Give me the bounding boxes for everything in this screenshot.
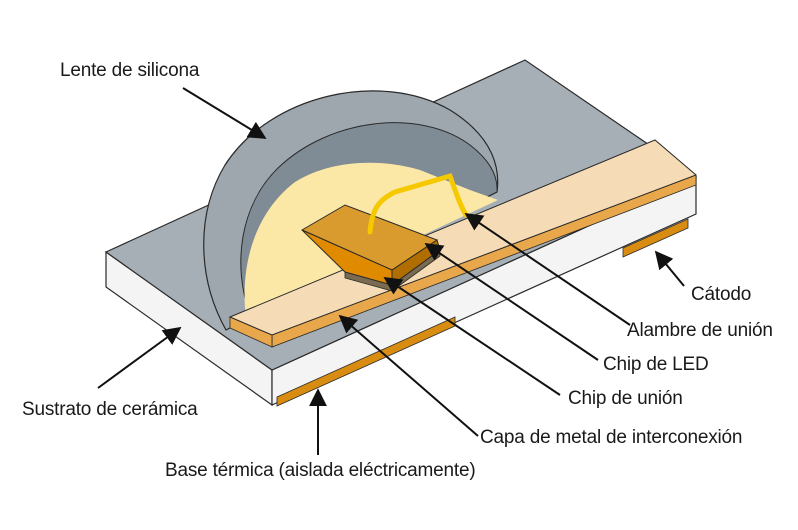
arrow-die-attach xyxy=(383,276,561,396)
label-cathode: Cátodo xyxy=(691,284,752,305)
cathode-pad xyxy=(622,218,689,258)
label-die-attach: Chip de unión xyxy=(568,388,683,409)
label-bond-wire: Alambre de unión xyxy=(627,320,773,341)
arrow-cathode xyxy=(654,250,685,287)
bond-wire xyxy=(367,172,469,235)
arrow-led-chip xyxy=(424,242,599,361)
label-ceramic-substrate: Sustrato de cerámica xyxy=(22,399,198,420)
interconnect-metal-layer xyxy=(228,139,697,336)
arrow-substrate xyxy=(97,326,182,389)
label-led-chip: Chip de LED xyxy=(603,354,709,375)
callout-arrows xyxy=(97,87,685,455)
arrow-bond-wire xyxy=(464,212,631,326)
label-silicone-lens: Lente de silicona xyxy=(60,60,200,81)
label-thermal-base: Base térmica (aislada eléctricamente) xyxy=(165,460,476,481)
label-interconnect-metal: Capa de metal de interconexión xyxy=(480,427,743,448)
arrow-lens xyxy=(182,87,267,139)
arrow-interconnect xyxy=(338,314,479,437)
